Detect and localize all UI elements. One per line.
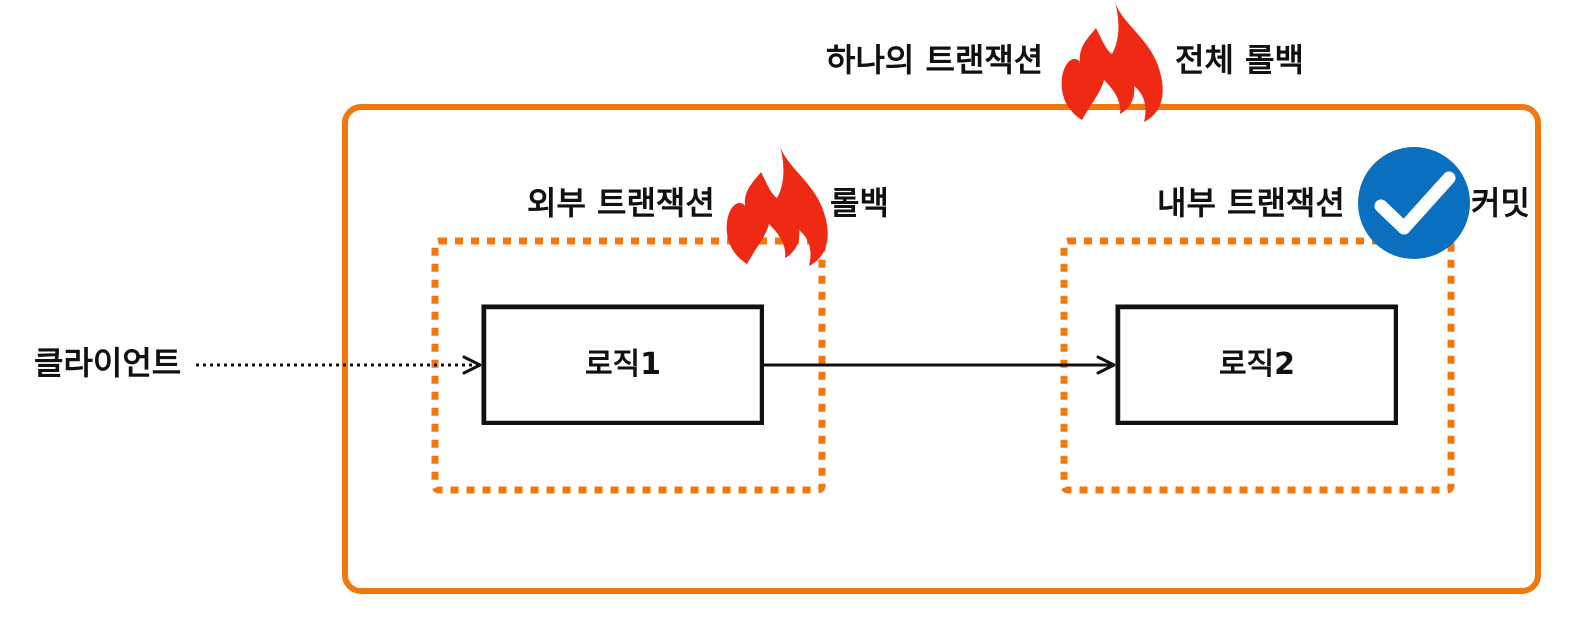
whole-rollback-label: 전체 롤백: [1175, 41, 1304, 79]
logic1-label: 로직1: [584, 347, 662, 382]
check-circle-icon: [1358, 147, 1470, 259]
whole-transaction-box: [342, 104, 1541, 594]
flame-icon: [1061, 2, 1163, 122]
outer-rollback-label: 롤백: [830, 184, 889, 222]
logic2-label: 로직2: [1218, 347, 1296, 382]
client-label: 클라이언트: [34, 344, 182, 382]
inner-commit-label: 커밋: [1471, 184, 1530, 222]
inner-transaction-label: 내부 트랜잭션: [1157, 184, 1345, 222]
outer-transaction-label: 외부 트랜잭션: [527, 184, 715, 222]
whole-transaction-label: 하나의 트랜잭션: [826, 41, 1044, 79]
flame-icon: [726, 146, 828, 266]
logic1-box: [481, 304, 764, 425]
logic2-box: [1115, 304, 1398, 425]
